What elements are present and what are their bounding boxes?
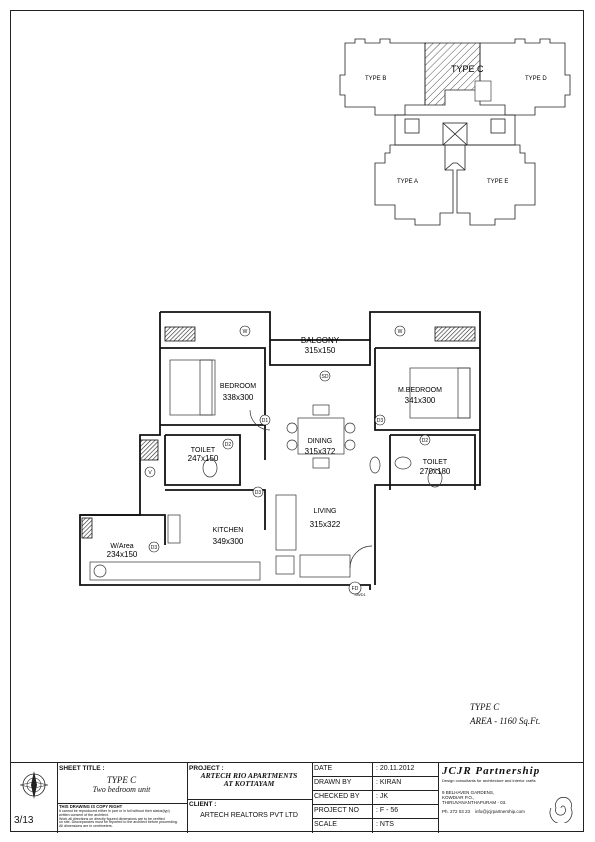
key-plan-type-e: TYPE E [487, 179, 508, 185]
sheet-subtitle: Two bedroom unit [92, 785, 151, 795]
phone: Ph. 272 03 23 [442, 809, 471, 815]
door-tag-d2-b: D2 [422, 438, 429, 444]
key-plan-type-b: TYPE B [365, 76, 386, 82]
room-warea-size: 234x150 [107, 550, 138, 559]
info-rows: DATE : 20.11.2012 DRAWN BY : KIRAN CHECK… [312, 763, 438, 833]
room-mbedroom-name: M.BEDROOM [398, 387, 442, 394]
room-toilet1-name: TOILET [191, 447, 216, 454]
project-label: PROJECT : [189, 765, 224, 772]
room-toilet2-name: TOILET [423, 459, 448, 466]
copyright-line-2: written consent of the architect. [59, 812, 109, 817]
project-no-value: : F - 56 [376, 807, 399, 814]
scale-value: : NTS [376, 821, 394, 828]
title-block: 3/13 SHEET TITLE : TYPE C Two bedroom un… [10, 762, 584, 833]
copyright-line-1: It cannot be reproduced either in part o… [59, 808, 170, 813]
copyright-cell: THIS DRAWING IS COPY RIGHT It cannot be … [59, 804, 184, 829]
door-tag-fd: FD [352, 586, 359, 592]
type-area-label: TYPE C AREA - 1160 Sq.Ft. [470, 700, 540, 728]
checked-label: CHECKED BY [314, 793, 360, 800]
address-line-1: 9 BELHAVEN GARDENS, [442, 790, 495, 796]
firm-cell: JCJR Partnership Design consultants for … [442, 765, 582, 831]
floor-plan: BALCONY 315x150 BEDROOM 338x300 M.BEDROO… [79, 311, 481, 597]
room-toilet2-size: 270x180 [420, 467, 451, 476]
sheet-number: 3/13 [14, 815, 34, 826]
type-label: TYPE C [470, 702, 500, 712]
room-mbedroom-size: 341x300 [405, 396, 436, 405]
key-plan-type-a: TYPE A [397, 179, 418, 185]
door-tag-d1: D1 [262, 418, 269, 424]
copyright-title: THIS DRAWING IS COPY RIGHT [59, 804, 123, 809]
room-dining-name: DINING [308, 438, 333, 445]
sheet-title-label: SHEET TITLE : [59, 765, 105, 772]
door-tag-d3-c: D3 [151, 545, 158, 551]
drawn-label: DRAWN BY [314, 779, 352, 786]
firm-name: JCJR Partnership [442, 765, 541, 777]
room-warea-name: W/Area [110, 543, 133, 550]
address-line-3: THIRUVANANTHAPURAM - 03. [442, 800, 507, 806]
door-tag-d3-b: D3 [377, 418, 384, 424]
project-line-2: AT KOTTAYAM [223, 779, 275, 789]
room-dining-size: 315x372 [305, 447, 336, 456]
room-balcony-size: 315x150 [305, 346, 336, 355]
room-living-size: 315x322 [310, 520, 341, 529]
firm-logo-icon [549, 796, 573, 823]
drawn-value: : KIRAN [376, 779, 402, 786]
project-no-label: PROJECT NO [314, 807, 359, 814]
compass-cell: 3/13 [10, 763, 57, 833]
vent-tag-v: V [148, 470, 152, 476]
sheet-title: TYPE C [106, 775, 137, 786]
room-kitchen-size: 349x300 [213, 537, 244, 546]
sheet-title-cell: SHEET TITLE : TYPE C Two bedroom unit [59, 765, 184, 803]
area-label: AREA - 1160 Sq.Ft. [470, 716, 541, 726]
date-label: DATE [314, 765, 333, 772]
door-tag-sd: SD [322, 374, 329, 380]
door-tag-d3-a: D3 [255, 490, 262, 496]
door-tag-swd1: SWD1 [354, 592, 366, 597]
room-living-name: LIVING [314, 508, 337, 515]
date-value: : 20.11.2012 [376, 765, 415, 772]
firm-tagline: Design consultants for architecture and … [442, 778, 536, 784]
copyright-line-3: Work all directions on directly figured … [59, 816, 165, 821]
email[interactable]: info@jcjrpartnership.com [475, 809, 525, 815]
project-cell: PROJECT : ARTECH RIO APARTMENTS AT KOTTA… [189, 765, 309, 789]
door-tag-d2-a: D2 [225, 442, 232, 448]
client-name: ARTECH REALTORS PVT LTD [200, 812, 298, 820]
room-toilet1-size: 247x150 [188, 454, 219, 463]
room-kitchen-name: KITCHEN [213, 527, 244, 534]
row-date: DATE [314, 765, 332, 773]
client-cell: CLIENT : ARTECH REALTORS PVT LTD [189, 801, 309, 820]
copyright-line-5: All dimensions are in centimeters. [59, 824, 113, 829]
window-tag-w-b: W [398, 329, 403, 335]
client-label: CLIENT : [189, 801, 217, 808]
room-bedroom-name: BEDROOM [220, 383, 256, 390]
room-bedroom-size: 338x300 [223, 393, 254, 402]
north-arrow-icon [19, 771, 49, 799]
drawing-sheet [10, 10, 584, 832]
scale-label: SCALE [314, 821, 337, 828]
key-plan-type-c: TYPE C [451, 64, 484, 74]
key-plan-type-d: TYPE D [525, 76, 547, 82]
checked-value: : JK [376, 793, 389, 800]
project-line-1: ARTECH RIO APARTMENTS [200, 771, 298, 781]
copyright-line-4: on site. Discrepancies must be reported … [59, 820, 178, 825]
room-balcony-name: BALCONY [301, 336, 340, 345]
key-plan: TYPE B TYPE C TYPE D TYPE A TYPE E [339, 38, 571, 226]
address-line-2: KOWDIAR P.O., [442, 795, 475, 801]
window-tag-w-a: W [243, 329, 248, 335]
